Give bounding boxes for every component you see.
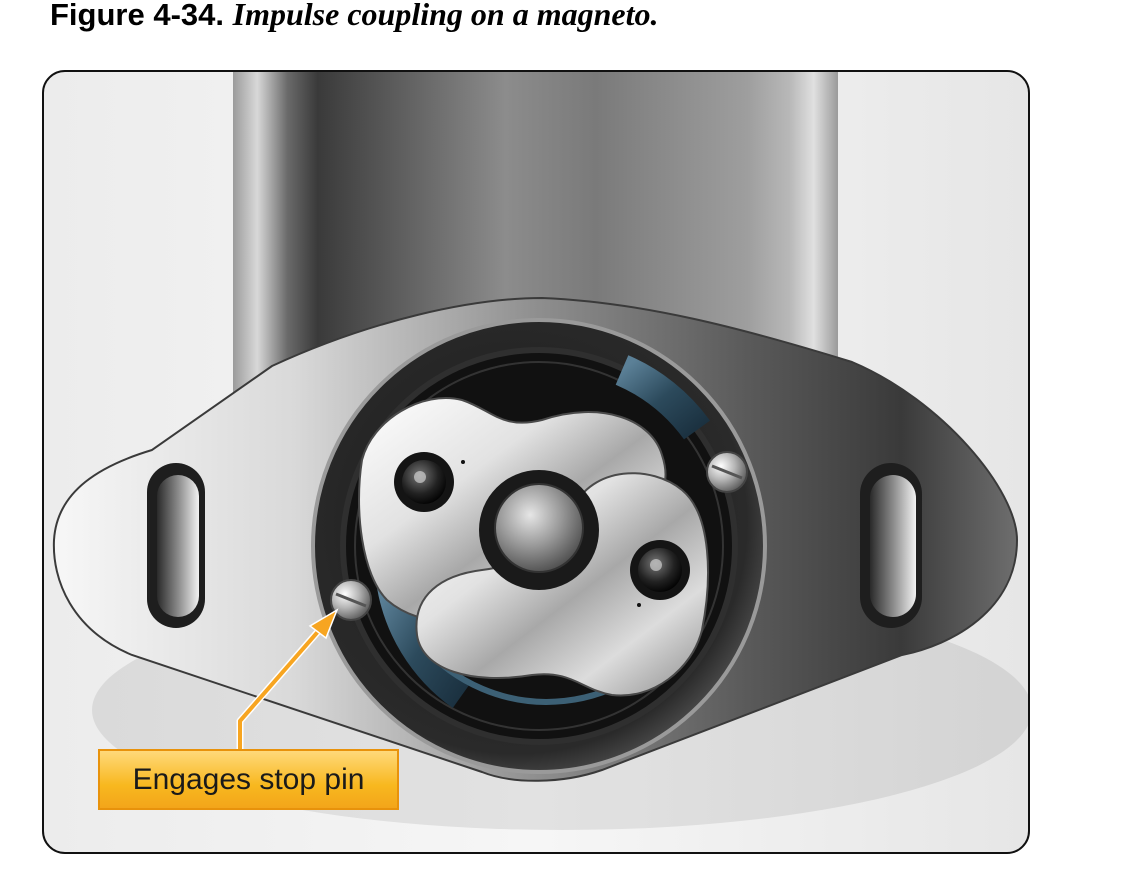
callout-arrowhead [308, 608, 339, 640]
callout-label: Engages stop pin [132, 762, 365, 796]
stop-pin-left [330, 579, 372, 621]
illustration-panel: Engages stop pin [42, 70, 1030, 854]
panel-border [42, 70, 1030, 854]
pivot-pin-lower [630, 540, 690, 600]
callout-box-engages-stop-pin: Engages stop pin [98, 749, 399, 810]
figure-number: Figure 4-34. [50, 0, 224, 32]
coupling-spring-upper [615, 355, 710, 440]
magneto-illustration [42, 70, 1030, 854]
figure-caption: Figure 4-34. Impulse coupling on a magne… [50, 0, 658, 35]
drive-hub [494, 483, 584, 573]
figure-title: Impulse coupling on a magneto. [232, 0, 659, 32]
stop-pin-right [706, 451, 748, 493]
pivot-pin-upper [394, 452, 454, 512]
callout-leader-line [238, 625, 324, 751]
